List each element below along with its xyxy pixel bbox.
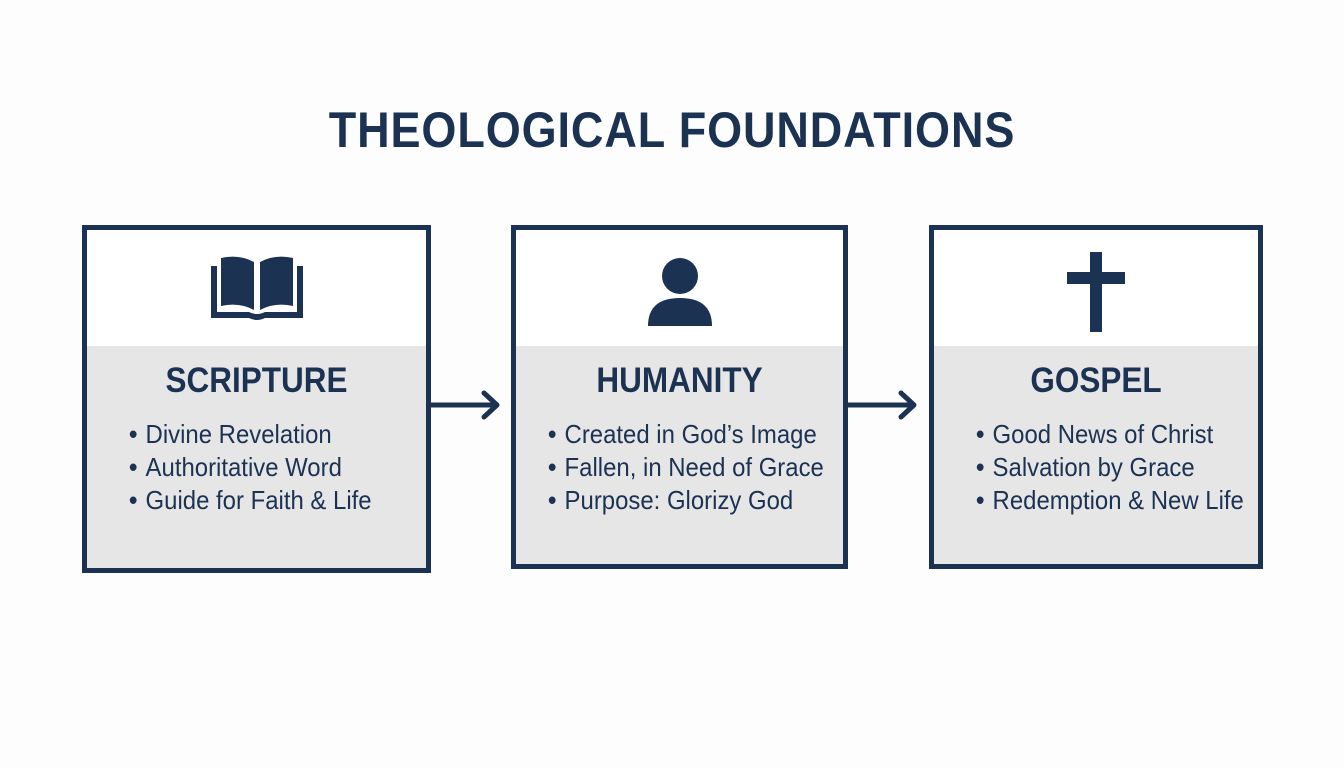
list-item: •Fallen, in Need of Grace <box>548 452 824 482</box>
bullet: • <box>976 452 985 482</box>
card-scripture: SCRIPTURE •Divine Revelation •Authoritat… <box>82 225 431 573</box>
list-item: •Authoritative Word <box>129 452 342 482</box>
card-list: •Divine Revelation •Authoritative Word •… <box>129 418 393 517</box>
card-scripture-body: SCRIPTURE •Divine Revelation •Authoritat… <box>87 346 426 568</box>
list-item: •Redemption & New Life <box>976 485 1244 515</box>
person-icon <box>647 258 712 326</box>
list-item: •Salvation by Grace <box>976 452 1195 482</box>
bullet: • <box>976 419 985 449</box>
bullet: • <box>548 485 557 515</box>
card-humanity-body: HUMANITY •Created in God’s Image •Fallen… <box>516 346 843 564</box>
list-item: •Divine Revelation <box>129 419 332 449</box>
bullet: • <box>548 419 557 449</box>
open-book-icon <box>210 256 303 320</box>
card-gospel: GOSPEL •Good News of Christ •Salvation b… <box>929 225 1263 569</box>
card-gospel-icon-area <box>934 230 1258 346</box>
list-item: •Guide for Faith & Life <box>129 485 372 515</box>
bullet: • <box>129 419 138 449</box>
bullet: • <box>548 452 557 482</box>
card-humanity-icon-area <box>516 230 843 346</box>
bullet: • <box>129 452 138 482</box>
arrow-right-icon <box>847 390 917 420</box>
card-gospel-body: GOSPEL •Good News of Christ •Salvation b… <box>934 346 1258 564</box>
card-scripture-icon-area <box>87 230 426 346</box>
card-list: •Good News of Christ •Salvation by Grace… <box>976 418 1267 517</box>
arrow-right-icon <box>430 390 500 420</box>
bullet: • <box>976 485 985 515</box>
card-heading: GOSPEL <box>1030 361 1162 400</box>
list-item: •Purpose: Glorizy God <box>548 485 794 515</box>
bullet: • <box>129 485 138 515</box>
list-item: •Good News of Christ <box>976 419 1214 449</box>
card-heading: HUMANITY <box>596 361 763 400</box>
cross-icon <box>1067 252 1125 332</box>
page-title: THEOLOGICAL FOUNDATIONS <box>328 102 1016 158</box>
card-list: •Created in God’s Image •Fallen, in Need… <box>548 418 848 517</box>
list-item: •Created in God’s Image <box>548 419 817 449</box>
card-humanity: HUMANITY •Created in God’s Image •Fallen… <box>511 225 848 569</box>
card-heading: SCRIPTURE <box>165 361 348 400</box>
